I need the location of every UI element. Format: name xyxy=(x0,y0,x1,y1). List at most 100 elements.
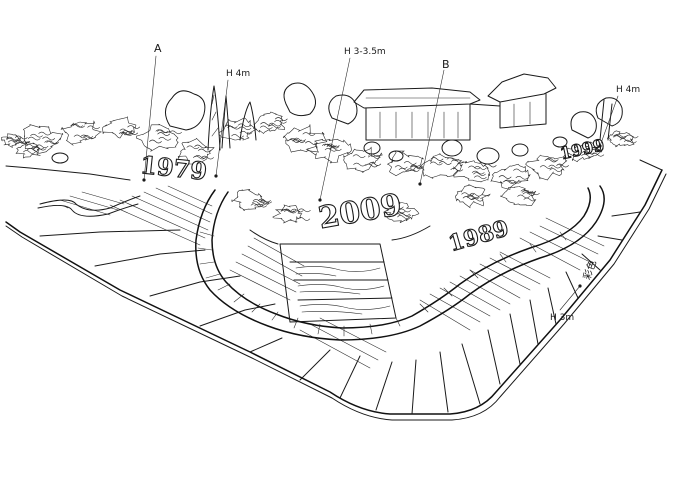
shrub-texture xyxy=(513,168,526,173)
label-b: B xyxy=(442,58,450,71)
shrub-texture xyxy=(6,136,19,141)
shrub-texture xyxy=(410,164,423,169)
shrub-texture xyxy=(398,167,412,172)
shrub-texture xyxy=(612,134,626,139)
shrub-texture xyxy=(158,137,172,141)
shrub-texture xyxy=(625,134,639,139)
paving-slabs xyxy=(39,211,641,415)
shrub-texture xyxy=(268,124,281,129)
shrub-texture xyxy=(590,147,604,151)
shrub-texture xyxy=(15,140,29,144)
shrub-texture xyxy=(122,130,135,134)
label-a: A xyxy=(154,42,162,55)
shrub-texture xyxy=(125,131,138,135)
shrub-texture xyxy=(38,131,51,136)
shrub-texture xyxy=(365,163,378,168)
annotation-labels: A H 4m H 3-3.5m B H 4m H 3m 彩色 xyxy=(154,42,640,323)
shrub-texture xyxy=(87,125,100,130)
shrub-texture xyxy=(520,189,534,193)
shrub-cluster xyxy=(0,133,25,148)
leader-lines xyxy=(142,55,619,311)
shrub-texture xyxy=(290,208,304,213)
shrub-cluster xyxy=(253,111,286,134)
shrub-texture xyxy=(252,201,265,205)
shrub-cluster xyxy=(22,124,64,154)
shrub-texture xyxy=(394,165,408,169)
shrub-cluster xyxy=(490,163,531,190)
shrub-texture xyxy=(545,157,559,162)
shrub-texture xyxy=(522,192,536,196)
shrub-texture xyxy=(275,117,288,121)
shrub-texture xyxy=(549,168,563,172)
shrub-texture xyxy=(439,161,452,165)
shrub-texture xyxy=(508,179,522,184)
shrub-texture xyxy=(498,175,512,179)
shrub-texture xyxy=(398,213,412,217)
shrub-texture xyxy=(194,144,207,149)
shrub-cluster xyxy=(305,138,352,164)
shrub-texture xyxy=(298,208,311,213)
shrub-texture xyxy=(157,132,170,136)
shrub-cluster xyxy=(272,204,303,224)
shrub-texture xyxy=(322,143,335,148)
shrub-texture xyxy=(83,135,96,139)
shrub-texture xyxy=(446,157,460,161)
shrub-texture xyxy=(515,176,529,180)
shrub-texture xyxy=(225,124,238,129)
shrub-texture xyxy=(473,172,486,176)
shrub-texture xyxy=(169,130,182,135)
shrub-texture xyxy=(305,141,318,145)
hatched-ground xyxy=(59,185,605,369)
shrub-texture xyxy=(469,192,483,197)
shrub-texture xyxy=(297,217,311,221)
shrub-texture xyxy=(391,205,404,209)
shrub-cluster xyxy=(382,201,420,223)
label-h-bottom-right: H 3m xyxy=(550,313,574,323)
shrub-texture xyxy=(227,125,240,130)
shrub-texture xyxy=(556,163,569,168)
shrub-texture xyxy=(70,123,84,128)
shrub-texture xyxy=(581,153,594,158)
shrub-texture xyxy=(324,148,338,152)
shrub-texture xyxy=(470,197,484,202)
shrub-cluster xyxy=(453,160,490,183)
shrub-cluster xyxy=(565,141,603,163)
shrub-texture xyxy=(31,146,45,150)
shrub-cluster xyxy=(102,115,137,139)
shrub-texture xyxy=(467,195,480,200)
shrub-cluster xyxy=(454,184,491,209)
shrub-texture xyxy=(258,198,271,203)
shrub-texture xyxy=(201,155,214,160)
shrub-texture xyxy=(591,153,605,157)
shrub-texture xyxy=(368,155,381,159)
shrub-texture xyxy=(42,136,55,141)
shrub-texture xyxy=(80,134,94,139)
shrub-cluster xyxy=(177,137,215,165)
shrub-texture xyxy=(260,125,273,130)
label-h-center: H 3-3.5m xyxy=(344,47,386,57)
shrub-texture xyxy=(517,194,530,199)
year-1989-sculpture: 1989 xyxy=(446,215,512,257)
shrub-texture xyxy=(583,146,597,150)
shrub-texture xyxy=(548,164,562,169)
shrub-texture xyxy=(403,161,417,165)
shrub-cluster xyxy=(218,117,258,141)
shrub-texture xyxy=(368,162,382,166)
shrub-cluster xyxy=(282,124,328,153)
shrub-texture xyxy=(73,134,87,139)
shrub-cluster xyxy=(525,154,568,181)
shrub-texture xyxy=(619,138,633,142)
shrub-texture xyxy=(237,123,251,128)
shrub-cluster xyxy=(419,153,463,179)
shrub-texture xyxy=(430,161,443,166)
shrub-texture xyxy=(157,129,170,134)
shrub-texture xyxy=(33,146,47,151)
shrub-texture xyxy=(155,129,169,133)
winding-path xyxy=(195,185,605,341)
shrub-texture xyxy=(503,179,517,184)
shrub-texture xyxy=(238,126,252,131)
shrub-texture xyxy=(287,139,301,143)
shrub-cluster xyxy=(231,189,270,211)
shrub-texture xyxy=(462,196,476,200)
shrub-texture xyxy=(149,139,162,144)
